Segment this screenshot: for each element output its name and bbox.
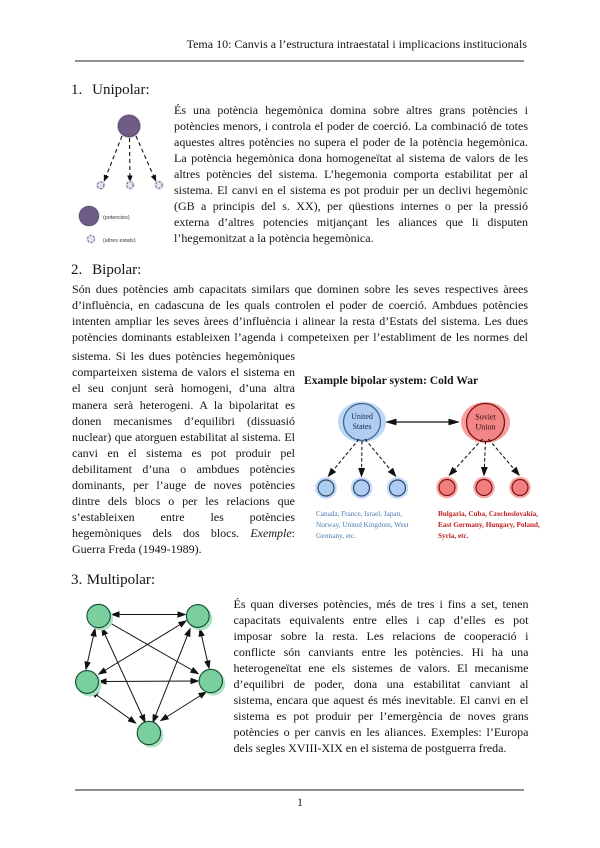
svg-text:Syria, etc.: Syria, etc.: [438, 532, 469, 540]
svg-text:Soviet: Soviet: [475, 413, 496, 422]
svg-text:Germany, etc.: Germany, etc.: [316, 532, 356, 540]
svg-text:(potencies): (potencies): [103, 215, 130, 221]
svg-text:Union: Union: [476, 423, 496, 432]
svg-text:United: United: [351, 412, 373, 421]
svg-text:States: States: [352, 422, 371, 431]
svg-text:Norway, United Kingdom, West: Norway, United Kingdom, West: [316, 521, 408, 529]
svg-text:East Germany, Hungary, Poland,: East Germany, Hungary, Poland,: [438, 521, 540, 529]
svg-text:Bulgaria, Cuba, Czechoslovakia: Bulgaria, Cuba, Czechoslovakia,: [438, 510, 538, 518]
svg-text:(altres estats): (altres estats): [103, 238, 136, 244]
svg-text:Canada, France, Israel, Japan,: Canada, France, Israel, Japan,: [316, 510, 402, 518]
